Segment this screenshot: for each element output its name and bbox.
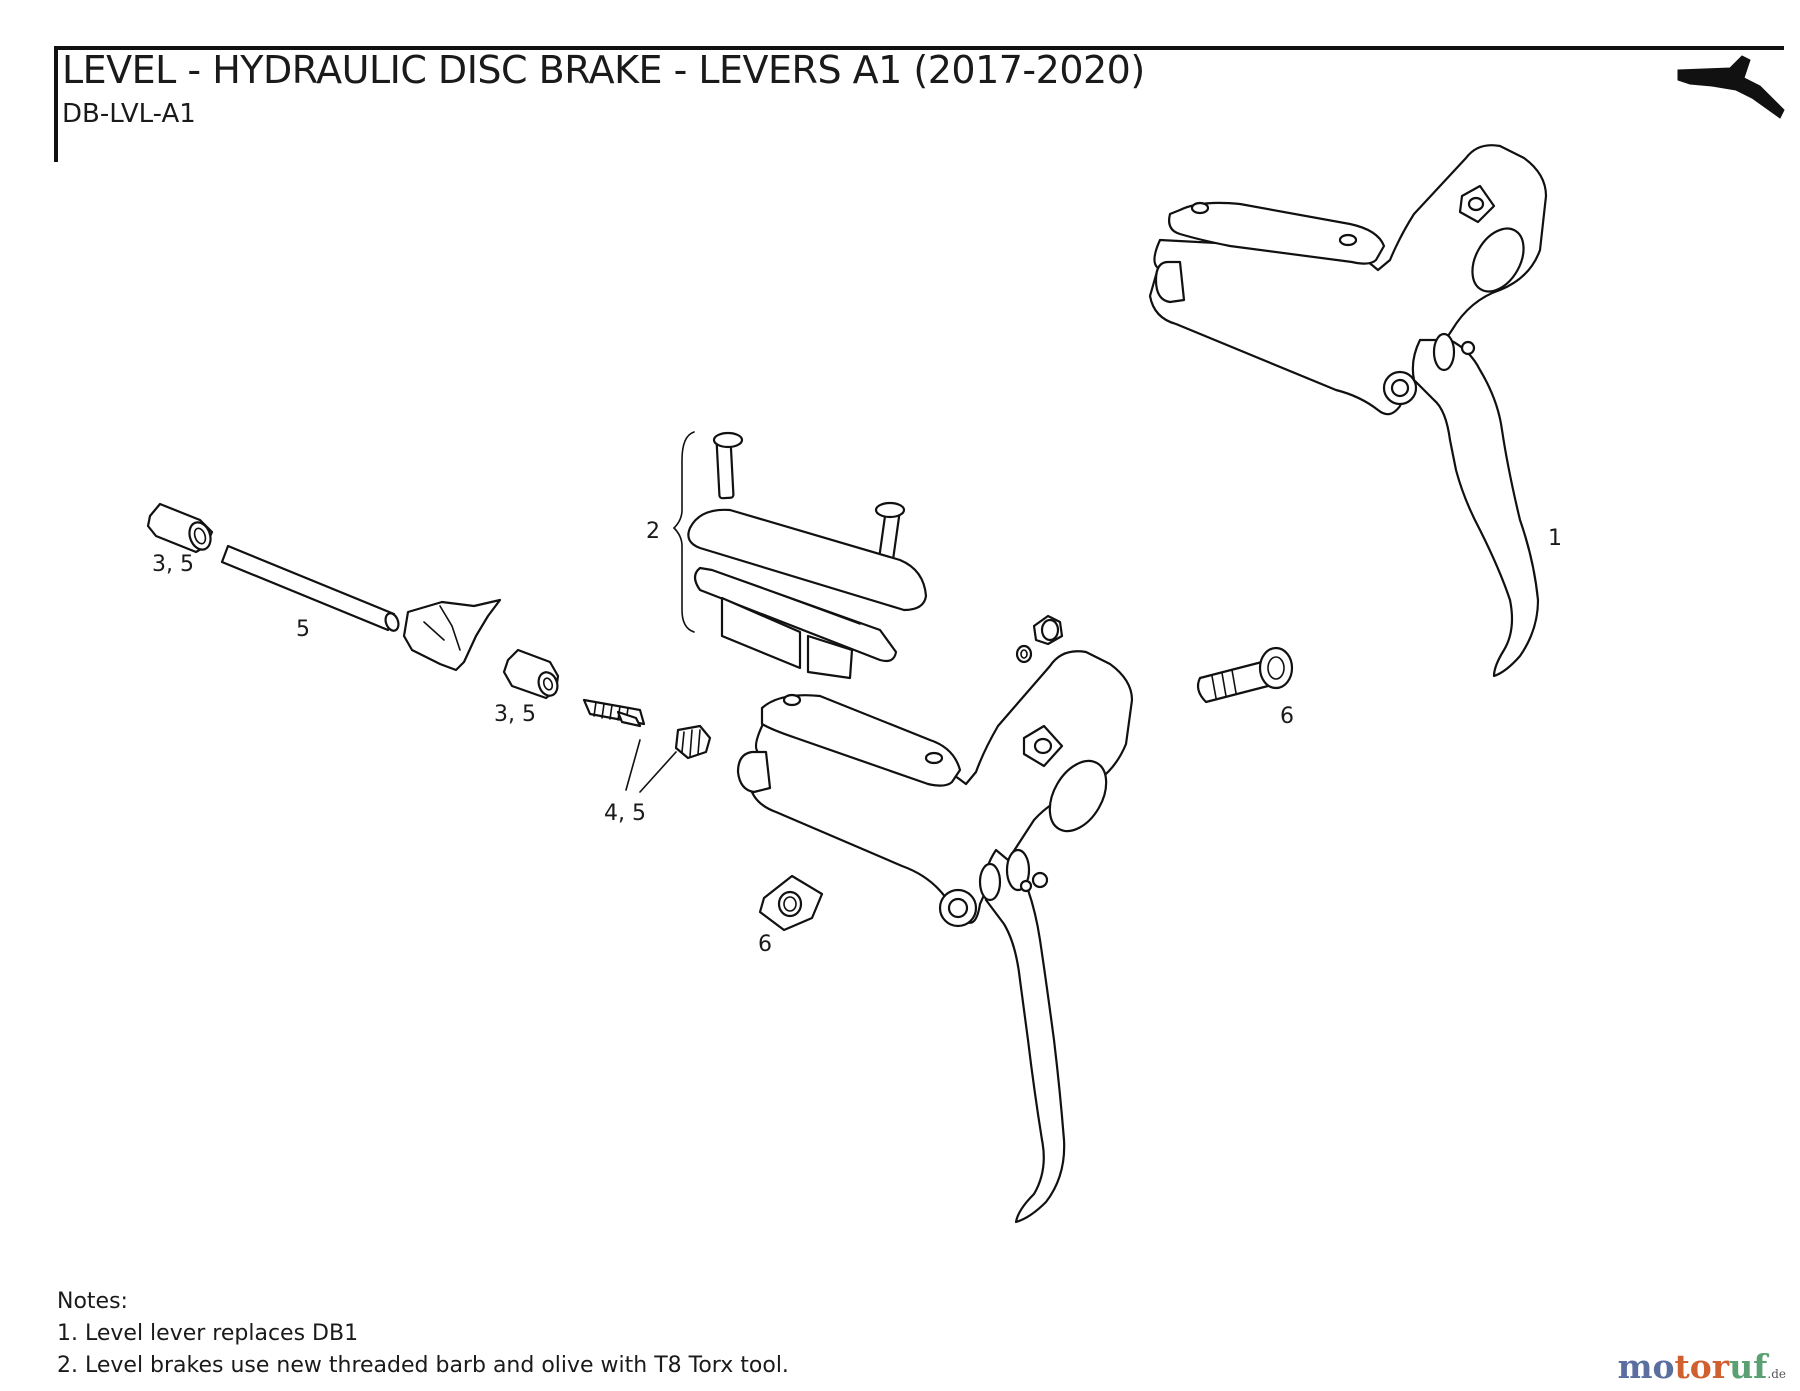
part-2-reservoir-cap [672, 431, 928, 680]
brand-part-2: tor [1674, 1347, 1730, 1386]
part-4-5-barb-and-olive [582, 698, 712, 793]
callout-1: 1 [1548, 526, 1562, 551]
part-code: DB-LVL-A1 [62, 99, 196, 129]
brand-part-3: uf [1729, 1347, 1768, 1386]
part-1-lever-assembly [1148, 144, 1548, 678]
callout-6-nut: 6 [758, 932, 772, 957]
callout-2: 2 [646, 519, 660, 544]
part-5-hydraulic-hose [220, 544, 400, 632]
header-rule [54, 46, 1784, 50]
callout-5: 5 [296, 617, 310, 642]
callout-6-bolt: 6 [1280, 704, 1294, 729]
callout-3-5-lower: 3, 5 [494, 702, 536, 727]
header-side-rule [54, 46, 58, 162]
brake-lever-icon [1677, 55, 1785, 119]
callout-3-5-upper: 3, 5 [152, 552, 194, 577]
note-item-1: 1. Level lever replaces DB1 [57, 1321, 359, 1346]
part-3-5-compression-nut-upper [146, 502, 214, 554]
bleed-screw-and-oring [1015, 614, 1064, 664]
part-6-pivot-bolt [1196, 646, 1294, 704]
note-item-2: 2. Level brakes use new threaded barb an… [57, 1353, 789, 1378]
part-6-clamp-nut [758, 874, 824, 932]
callout-4-5: 4, 5 [604, 801, 646, 826]
part-3-5-compression-nut-lower [502, 648, 560, 700]
barb-fitting [402, 598, 502, 672]
notes-heading: Notes: [57, 1289, 128, 1314]
brand-tld: .de [1767, 1367, 1786, 1381]
brand-part-1: mo [1617, 1347, 1675, 1386]
notes-section: Notes: 1. Level lever replaces DB1 2. Le… [57, 1286, 789, 1382]
page-title: LEVEL - HYDRAULIC DISC BRAKE - LEVERS A1… [62, 48, 1145, 92]
exploded-lever-body [736, 650, 1134, 1224]
brand-watermark: motoruf.de [1618, 1347, 1786, 1386]
